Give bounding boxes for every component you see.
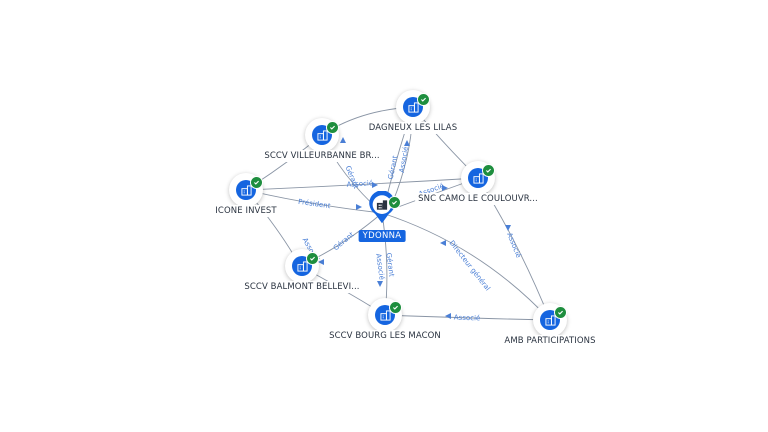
arrow-icon [318, 259, 324, 265]
node-label: SCCV VILLEURBANNE BR... [261, 150, 383, 162]
arrow-icon [340, 137, 346, 143]
arrow-icon [445, 313, 451, 319]
arrow-icon [505, 225, 511, 231]
node-label: AMB PARTICIPATIONS [501, 335, 599, 347]
verified-check-icon [417, 93, 430, 106]
node-label: SCCV BOURG LES MACON [326, 330, 444, 342]
edge-label: Associé [454, 314, 481, 323]
edge-amb-ydonna [381, 212, 551, 321]
verified-check-icon [306, 252, 319, 265]
edge-label: Gérant [332, 231, 356, 253]
node-label: ICONE INVEST [212, 205, 280, 217]
arrow-icon [442, 185, 448, 191]
edge-icone-snc [245, 177, 479, 191]
arrow-icon [440, 240, 446, 246]
node-label: SCCV BALMONT BELLEVI... [241, 281, 363, 293]
arrow-icon [377, 281, 383, 287]
verified-check-icon [326, 121, 339, 134]
verified-check-icon [389, 301, 402, 314]
edge-amb-bourg [384, 314, 551, 321]
verified-check-icon [554, 306, 567, 319]
arrow-icon [372, 182, 378, 188]
center-node-label: YDONNA [358, 230, 406, 242]
edge-label: Gérant [387, 155, 400, 180]
node-label: SNC CAMO LE COULOUVR... [415, 193, 541, 205]
node-label: DAGNEUX LES LILAS [365, 122, 461, 134]
verified-check-icon [250, 176, 263, 189]
edge-label: Président [298, 198, 332, 211]
edge-label: Directeur général [448, 239, 492, 292]
edge-label: Associé [374, 253, 386, 280]
verified-check-icon [388, 196, 401, 209]
edge-label: Associé [346, 179, 373, 188]
arrow-icon [356, 204, 362, 210]
verified-check-icon [482, 164, 495, 177]
arrow-icon [404, 140, 410, 146]
edge-label: Gérant [384, 252, 395, 277]
edge-label: Associé [505, 231, 522, 259]
